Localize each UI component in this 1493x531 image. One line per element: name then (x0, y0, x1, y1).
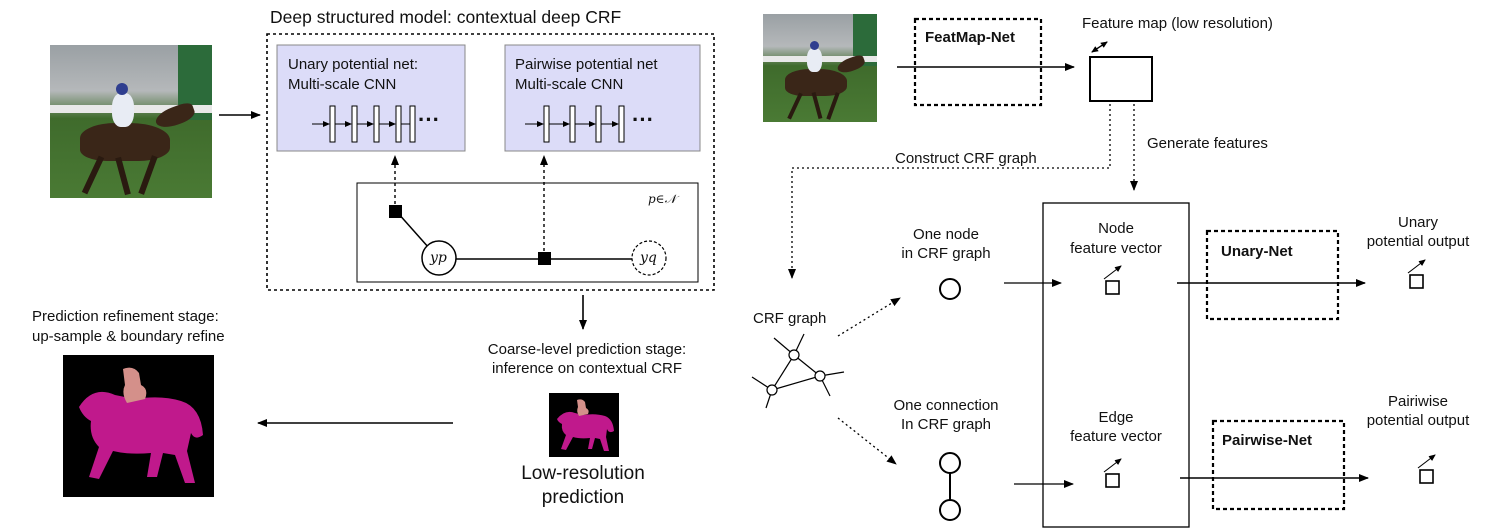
pairwise-box-label-line1: Pairwise potential net (515, 56, 658, 73)
pairwise-output-line2: potential output (1366, 412, 1470, 429)
pairwise-box-label-line2: Multi-scale CNN (515, 76, 624, 93)
edge-fv-line2: feature vector (1070, 428, 1162, 445)
unary-chain-ellipsis: ··· (418, 107, 440, 132)
deep-model-title: Deep structured model: contextual deep C… (270, 7, 622, 27)
node-yp (421, 240, 457, 276)
resize-glyph-featmap (1091, 41, 1108, 53)
node-yp-label: yp (430, 250, 447, 266)
pairwise-output-line1: Pairiwise (1387, 393, 1448, 410)
one-connection-line1: One connection (893, 397, 999, 414)
unary-net-label: Unary-Net (1221, 243, 1293, 260)
one-node-line2: in CRF graph (901, 245, 991, 262)
lowres-label-line1: Low-resolution (521, 463, 645, 484)
unary-cnn-chain (312, 105, 416, 143)
unary-output-glyph (1407, 259, 1426, 289)
unary-box-label-line1: Unary potential net: (288, 56, 419, 73)
neighborhood-label: p∈𝒩 (648, 192, 677, 206)
pairwise-cnn-chain (525, 105, 625, 143)
unary-output-line2: potential output (1366, 233, 1470, 250)
edge-fv-line1: Edge (1098, 409, 1134, 426)
feature-map-label: Feature map (low resolution) (1082, 15, 1273, 32)
unary-box-label-line2: Multi-scale CNN (288, 76, 397, 93)
one-node-line1: One node (913, 226, 979, 243)
deep-model-frame (266, 33, 715, 291)
node-yq (631, 240, 667, 276)
one-node-glyph (939, 278, 961, 300)
unary-factor (389, 205, 402, 218)
node-fv-line2: feature vector (1070, 240, 1162, 257)
generate-features-label: Generate features (1147, 135, 1268, 152)
lowres-label-line2: prediction (541, 487, 625, 508)
pairwise-chain-ellipsis: ··· (632, 107, 654, 132)
input-horse-photo-small (763, 14, 877, 122)
coarse-stage-line1: Coarse-level prediction stage: (487, 341, 687, 358)
refine-stage-line2: up-sample & boundary refine (32, 328, 225, 345)
construct-crf-label: Construct CRF graph (895, 150, 1037, 167)
low-res-prediction-image (549, 393, 619, 457)
node-fv-line1: Node (1098, 220, 1134, 237)
edge-feature-vector-glyph (1103, 458, 1122, 488)
one-connection-line2: In CRF graph (900, 416, 992, 433)
unary-potential-net-box (276, 44, 466, 152)
pairwise-potential-net-box (504, 44, 701, 152)
refine-stage-line1: Prediction refinement stage: (32, 308, 219, 325)
crf-graph-label: CRF graph (753, 310, 827, 327)
node-yq-label: yq (640, 250, 657, 266)
node-feature-vector-glyph (1103, 265, 1122, 295)
feature-map-box (1089, 56, 1153, 102)
feature-vector-frame (1042, 202, 1190, 528)
one-connection-glyph (939, 452, 961, 521)
unary-net-box (1205, 229, 1340, 321)
pairwise-output-glyph (1417, 454, 1436, 484)
pairwise-factor (538, 252, 551, 265)
pairwise-net-box (1211, 419, 1346, 511)
featmap-net-box (913, 17, 1043, 107)
coarse-stage-line2: inference on contextual CRF (491, 360, 683, 377)
pairwise-net-label: Pairwise-Net (1222, 432, 1313, 449)
unary-output-line1: Unary (1397, 214, 1438, 231)
featmap-net-label: FeatMap-Net (925, 29, 1016, 46)
refined-segmentation-image (63, 355, 214, 497)
crf-graph-glyph (751, 333, 845, 409)
input-horse-photo (50, 45, 212, 198)
